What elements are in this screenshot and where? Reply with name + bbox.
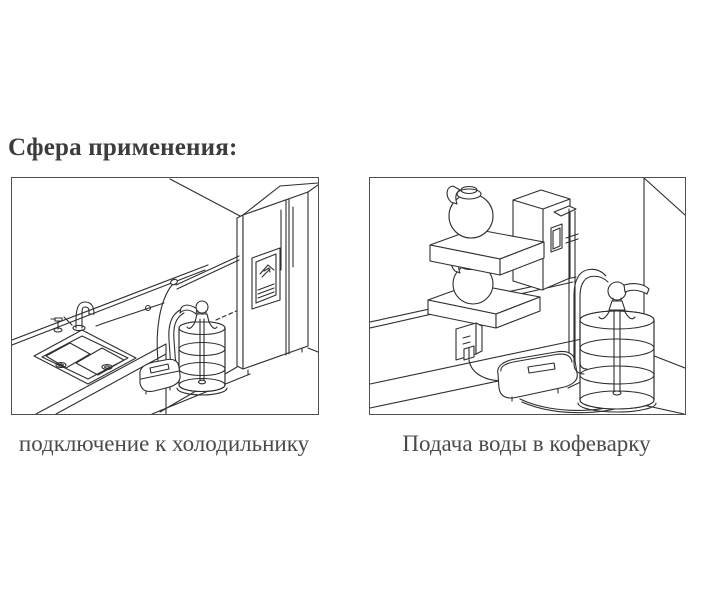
refrigerator-illustration xyxy=(236,182,318,375)
pump-unit-illustration xyxy=(139,358,181,395)
water-bottle-illustration xyxy=(573,268,657,413)
caption-fridge-connection: подключение к холодильнику xyxy=(18,431,310,456)
water-bottle-illustration xyxy=(176,300,228,396)
wall-outlet-illustration xyxy=(455,322,508,382)
flex-tube xyxy=(573,268,607,365)
coffee-machine-supply-illustration xyxy=(370,178,685,414)
sink-illustration xyxy=(33,301,165,385)
pump-head-knob xyxy=(607,281,627,301)
figure-fridge-connection xyxy=(11,177,319,415)
coffee-maker-illustration xyxy=(427,185,571,329)
pump-head-arm xyxy=(623,283,650,295)
caption-coffee-machine-supply: Подача воды в кофеварку xyxy=(402,431,651,456)
page-title: Сфера применения: xyxy=(8,134,238,161)
fridge-connection-illustration xyxy=(12,178,318,414)
rigid-pipe xyxy=(553,205,579,378)
power-switch xyxy=(550,223,563,253)
figure-coffee-machine-supply xyxy=(369,177,686,415)
